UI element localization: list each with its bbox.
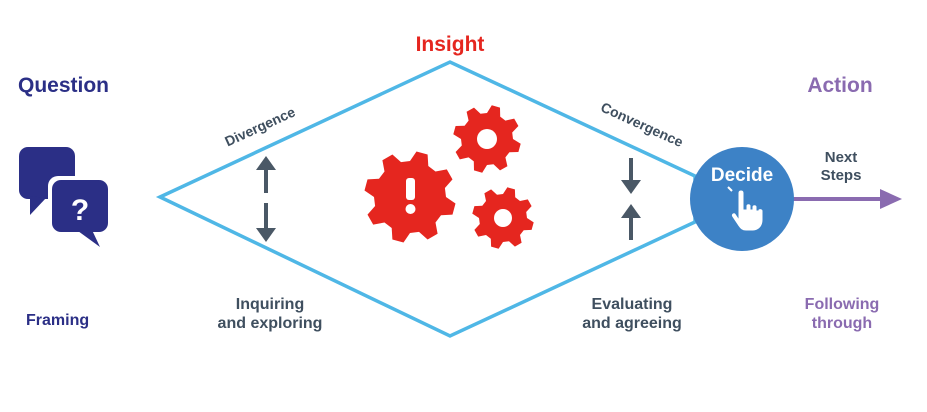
insight-title: Insight [415, 33, 485, 56]
divergence-caption-line2: and exploring [217, 314, 323, 332]
framing-caption: Framing [26, 312, 90, 329]
hand-pointer-icon [727, 186, 764, 232]
svg-text:?: ? [71, 194, 89, 227]
divergence-caption: Inquiring and exploring [205, 296, 335, 334]
small-gear-bottom-icon [472, 187, 534, 249]
following-through-line1: Following [804, 296, 880, 313]
action-title: Action [807, 74, 873, 97]
next-steps-label: Next Steps [806, 149, 876, 184]
arrow-right-icon [790, 189, 902, 209]
gears-alert-icon [364, 105, 534, 249]
decide-label: Decide [711, 165, 773, 186]
convergence-label: Convergence [598, 99, 686, 150]
next-steps-line1: Next [824, 149, 858, 166]
expand-arrows-icon [256, 156, 276, 242]
convergence-caption-line1: Evaluating [591, 296, 673, 313]
next-steps-line2: Steps [820, 166, 862, 184]
exclamation-icon [405, 178, 416, 214]
question-title: Question [18, 74, 110, 97]
speech-bubbles-question-icon: ? [19, 147, 110, 247]
following-through-caption: Following through [787, 296, 897, 334]
convergence-caption: Evaluating and agreeing [567, 296, 697, 334]
small-gear-top-icon [453, 105, 521, 173]
convergence-caption-line2: and agreeing [582, 314, 682, 332]
divergence-label: Divergence [222, 103, 298, 149]
decide-circle: Decide [690, 147, 794, 251]
following-through-line2: through [811, 314, 873, 332]
divergence-caption-line1: Inquiring [235, 296, 305, 313]
collapse-arrows-icon [621, 158, 641, 240]
